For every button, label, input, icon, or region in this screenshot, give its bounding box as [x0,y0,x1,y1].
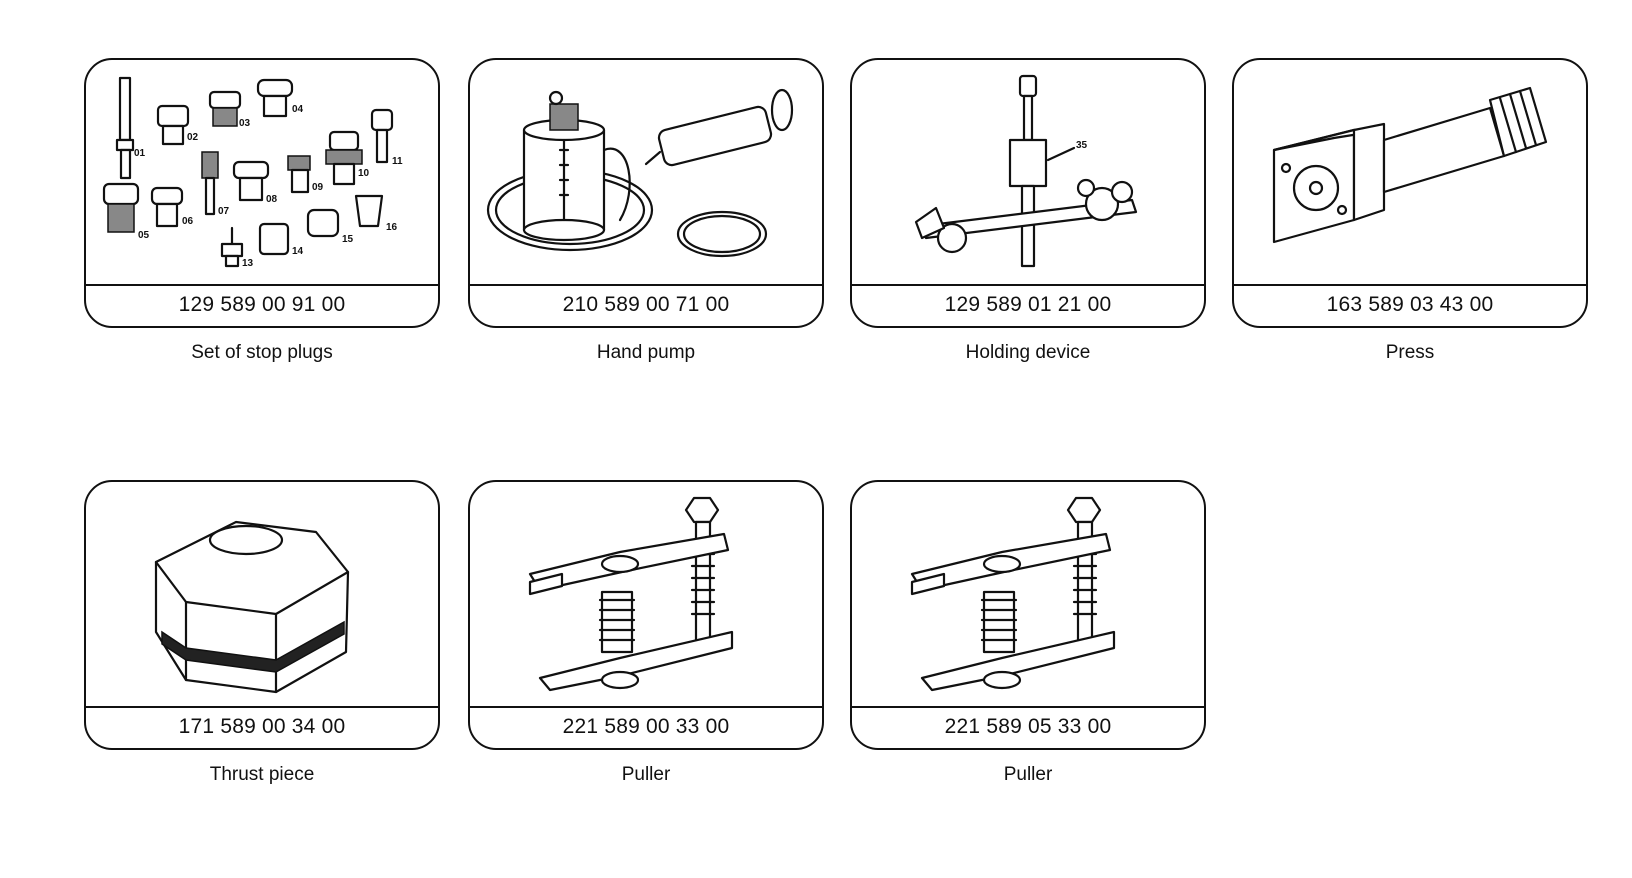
callout-02: 02 [187,132,199,143]
callout-11: 11 [392,156,403,167]
tool-card-hand-pump: 210 589 00 71 00 Hand pump [468,58,824,364]
tool-name: Set of stop plugs [191,342,333,363]
stop-plugs-illustration: 01 02 03 04 05 06 07 08 09 10 11 13 14 1… [86,60,438,286]
tool-name: Holding device [965,342,1091,363]
tool-card-puller-1: 221 589 00 33 00 Puller [468,480,824,786]
callout-09: 09 [312,182,324,193]
part-number: 129 589 01 21 00 [852,284,1204,326]
part-number: 129 589 00 91 00 [86,284,438,326]
part-number: 221 589 00 33 00 [470,706,822,748]
hand-pump-illustration [470,60,822,286]
callout-07: 07 [218,206,230,217]
tool-frame: 01 02 03 04 05 06 07 08 09 10 11 13 14 1… [84,58,440,328]
tool-frame: 163 589 03 43 00 [1232,58,1588,328]
callout-01: 01 [134,148,146,159]
press-illustration [1234,60,1586,286]
tool-card-press: 163 589 03 43 00 Press [1232,58,1588,364]
tool-card-puller-2: 221 589 05 33 00 Puller [850,480,1206,786]
tool-frame: 221 589 05 33 00 [850,480,1206,750]
tool-card-stop-plugs: 01 02 03 04 05 06 07 08 09 10 11 13 14 1… [84,58,440,364]
part-number: 210 589 00 71 00 [470,284,822,326]
tool-frame: 35 129 589 01 21 00 [850,58,1206,328]
tool-frame: 171 589 00 34 00 [84,480,440,750]
callout-16: 16 [386,222,398,233]
callout-06: 06 [182,216,194,227]
holding-device-illustration: 35 [852,60,1204,286]
tool-name: Thrust piece [209,764,315,785]
tool-name: Puller [1003,764,1053,785]
part-number: 221 589 05 33 00 [852,706,1204,748]
part-number: 163 589 03 43 00 [1234,284,1586,326]
callout-04: 04 [292,104,304,115]
callout-08: 08 [266,194,278,205]
tool-frame: 221 589 00 33 00 [468,480,824,750]
callout-35: 35 [1076,140,1088,151]
thrust-piece-illustration [86,482,438,708]
puller-illustration [470,482,822,708]
callout-13: 13 [242,258,254,269]
tool-name: Hand pump [596,342,696,363]
callout-05: 05 [138,230,150,241]
tool-card-thrust-piece: 171 589 00 34 00 Thrust piece [84,480,440,786]
callout-10: 10 [358,168,370,179]
tool-name: Puller [621,764,671,785]
callout-03: 03 [239,118,251,129]
tool-name: Press [1385,342,1435,363]
puller-illustration [852,482,1204,708]
tool-frame: 210 589 00 71 00 [468,58,824,328]
part-number: 171 589 00 34 00 [86,706,438,748]
callout-14: 14 [292,246,304,257]
tool-card-holding-device: 35 129 589 01 21 00 Holding device [850,58,1206,364]
callout-15: 15 [342,234,354,245]
